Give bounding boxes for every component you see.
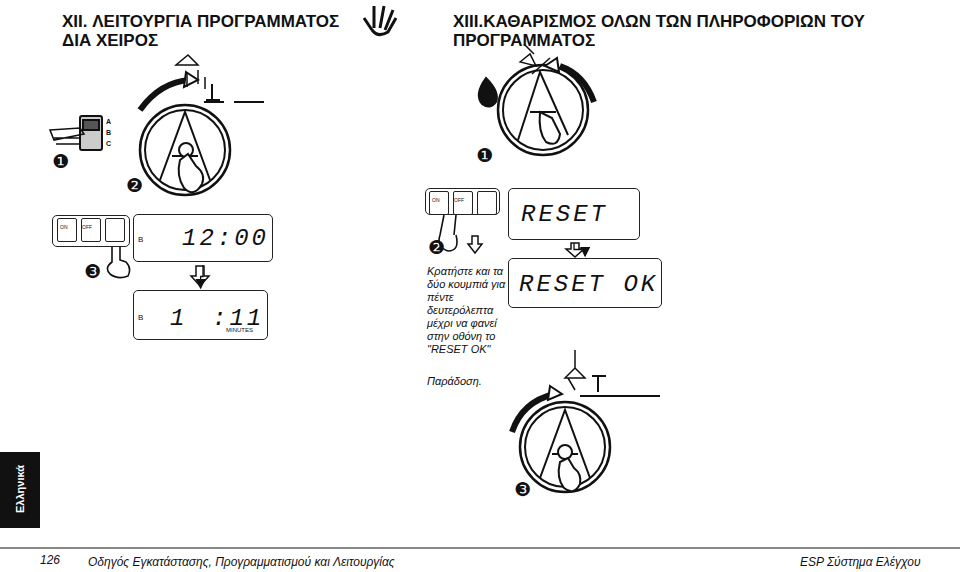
callout-number: ❷ — [428, 238, 445, 257]
instruction-note: Παράδοση. — [427, 375, 482, 387]
switch-position: B — [106, 129, 111, 136]
flow-arrow — [201, 265, 203, 288]
push-button — [81, 218, 101, 242]
section-heading: XIII.ΚΑΘΑΡΙΣΜΟΣ ΟΛΩΝ ΤΩΝ ΠΛΗΡΟΦΟΡΙΩΝ ΤΟΥ… — [453, 12, 908, 50]
callout-number: ❸ — [84, 262, 101, 281]
display-text: ON — [432, 197, 440, 203]
callout-number: ❶ — [52, 152, 69, 171]
flow-arrow — [574, 243, 585, 256]
display-text: RESET — [521, 201, 608, 228]
switch-position: A — [106, 118, 111, 125]
display-text: MINUTES — [226, 327, 253, 333]
display-text: B — [138, 313, 143, 322]
display-text: 12:00 — [182, 225, 269, 252]
push-button — [477, 191, 497, 215]
section-heading: XII. ΛΕΙΤΟΥΡΓΙΑ ΠΡΟΓΡΑΜΜΑΤΟΣ ΔΙΑ ΧΕΙΡΟΣ — [62, 12, 362, 50]
button-panel: ON OFF — [425, 188, 500, 215]
callout-number: ❶ — [476, 146, 493, 165]
callout-number: ❷ — [126, 176, 143, 195]
display-text: ON — [60, 224, 68, 230]
display-text: OFF — [82, 224, 92, 230]
display-text: RESET OK — [519, 271, 658, 298]
push-button — [429, 191, 449, 215]
switch-position: C — [106, 140, 111, 147]
push-button — [57, 218, 77, 242]
push-button — [453, 191, 473, 215]
lcd-display: RESET — [508, 188, 640, 240]
push-button — [105, 218, 125, 242]
footer-title: Οδηγός Εγκατάστασης, Προγραμματισμού και… — [88, 555, 395, 569]
instruction-note: Κρατήστε και τα δύο κουμπιά για πέντε δε… — [427, 265, 509, 356]
display-text: B — [138, 235, 143, 244]
lcd-display: B1:11MINUTES — [133, 290, 268, 340]
display-text: 1 — [170, 305, 187, 332]
lcd-display: RESET OK — [508, 258, 662, 308]
callout-number: ❸ — [514, 480, 531, 499]
lcd-display: B 12:00 — [133, 214, 273, 262]
page-number: 126 — [40, 553, 60, 567]
button-panel: ON OFF — [52, 215, 130, 247]
language-tab: Ελληνικά — [14, 458, 26, 520]
display-text: OFF — [454, 197, 464, 203]
footer-title: ESP Σύστημα Ελέγχου — [800, 555, 921, 569]
